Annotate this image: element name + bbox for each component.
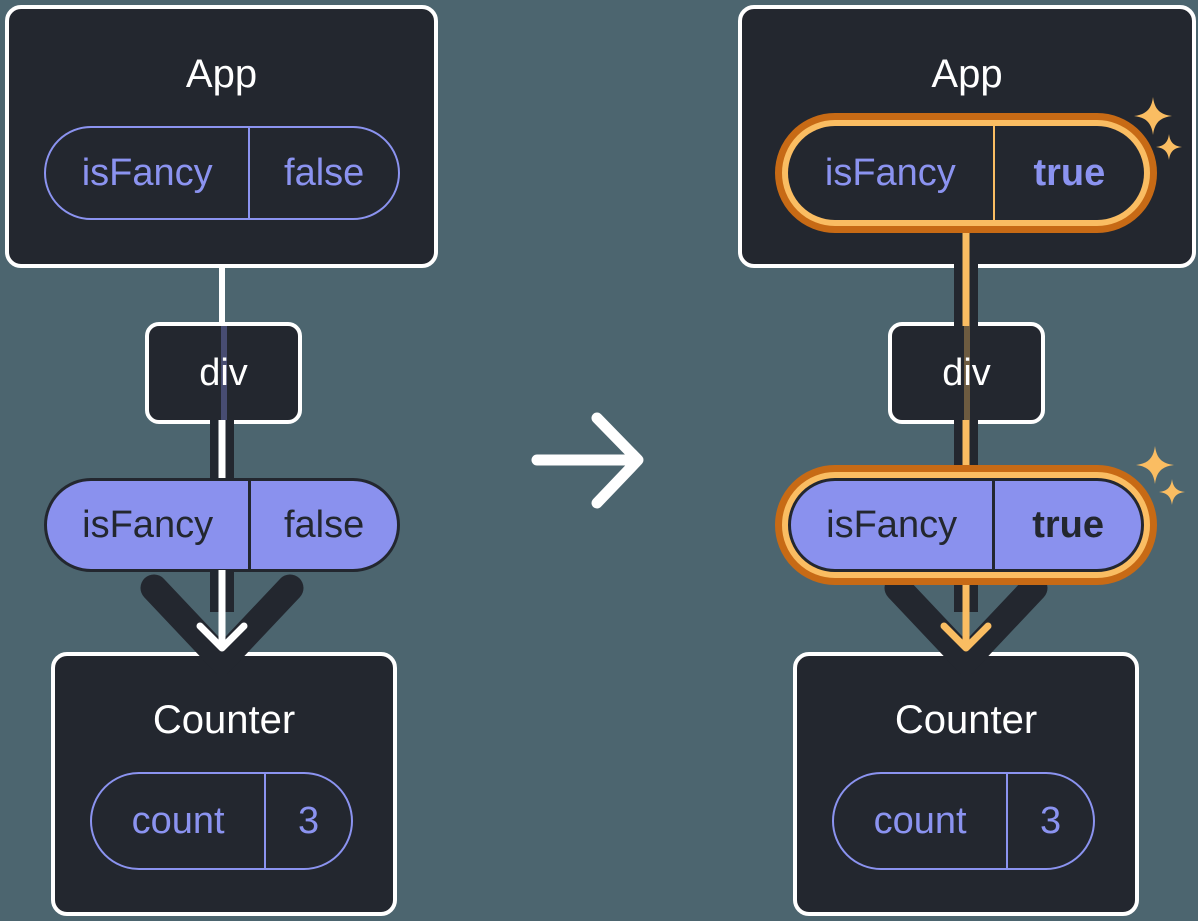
prop-pill-after: isFancy true	[788, 478, 1144, 572]
app-title-before: App	[185, 52, 258, 96]
state-value: 3	[1040, 799, 1062, 842]
prop-pill-before: isFancy false	[44, 478, 400, 572]
app-state-pill-after: isFancy true	[788, 126, 1144, 220]
state-value: true	[1033, 151, 1106, 194]
counter-title-before: Counter	[152, 698, 296, 742]
arrowhead-icon-before	[140, 570, 304, 674]
counter-title-after: Counter	[894, 698, 1038, 742]
app-title-after: App	[931, 52, 1003, 96]
prop-value: false	[283, 503, 365, 546]
prop-key: isFancy	[791, 481, 996, 569]
transition-arrow-icon	[531, 412, 644, 509]
state-value: 3	[298, 799, 320, 842]
state-value: false	[284, 151, 365, 194]
sparkle-icon	[1136, 446, 1174, 484]
state-key: count	[92, 774, 267, 868]
pass-through-line	[963, 326, 970, 420]
pass-through-line	[220, 326, 227, 420]
div-label: div	[942, 351, 991, 394]
sparkle-icon	[1134, 97, 1172, 135]
counter-state-pill-after: count 3	[832, 772, 1095, 870]
prop-value: true	[1032, 503, 1105, 546]
edge-div-to-prop-after	[954, 420, 978, 472]
state-key: count	[834, 774, 1009, 868]
sparkle-icon	[1156, 134, 1182, 160]
prop-key: isFancy	[47, 481, 252, 569]
counter-state-pill-before: count 3	[90, 772, 353, 870]
sparkle-icon	[1159, 479, 1185, 505]
arrowhead-icon-after	[884, 570, 1048, 674]
edge-app-to-div-before	[219, 264, 225, 326]
edge-app-to-div-after	[954, 230, 978, 326]
div-node-before: div	[145, 322, 302, 424]
highlight-ring-prop: isFancy true	[775, 465, 1157, 585]
state-key: isFancy	[788, 126, 995, 220]
div-node-after: div	[888, 322, 1045, 424]
edge-div-to-prop-before	[210, 420, 234, 482]
div-label: div	[199, 351, 248, 394]
highlight-ring-app-state: isFancy true	[775, 113, 1157, 233]
app-state-pill-before: isFancy false	[44, 126, 400, 220]
state-key: isFancy	[46, 128, 251, 218]
